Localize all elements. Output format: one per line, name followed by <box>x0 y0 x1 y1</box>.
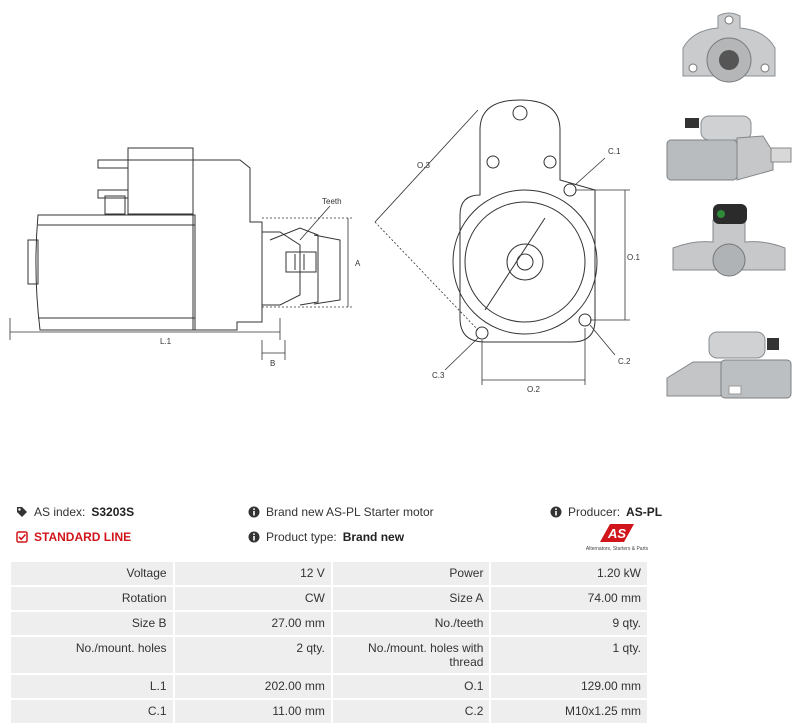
product-type-label: Product type: <box>266 530 337 544</box>
product-type: Product type: Brand new <box>248 530 404 544</box>
spec-label: Rotation <box>11 587 173 610</box>
side-dimensions <box>9 205 352 360</box>
spec-label: C.2 <box>332 700 490 723</box>
product-photo-side <box>663 108 795 188</box>
label-o3: O.3 <box>417 161 430 170</box>
spec-label: L.1 <box>11 675 173 698</box>
spec-value: 11.00 mm <box>174 700 331 723</box>
spec-label: No./teeth <box>332 612 490 635</box>
producer-value: AS-PL <box>626 505 663 519</box>
label-o2: O.2 <box>527 385 540 394</box>
spec-value: 74.00 mm <box>491 587 647 610</box>
label-c2: C.2 <box>618 357 631 366</box>
producer: Producer: AS-PL <box>550 505 662 519</box>
spec-value: 129.00 mm <box>491 675 647 698</box>
side-view <box>27 147 341 331</box>
product-photo-front <box>663 8 795 88</box>
label-teeth: Teeth <box>322 197 342 206</box>
spec-value: 9 qty. <box>491 612 647 635</box>
product-photo-rear <box>663 200 795 280</box>
description-text: Brand new AS-PL Starter motor <box>266 505 434 519</box>
producer-label: Producer: <box>568 505 621 519</box>
label-o1: O.1 <box>627 253 640 262</box>
label-b: B <box>270 359 275 368</box>
spec-value: 1.20 kW <box>491 562 647 585</box>
spec-label: Voltage <box>11 562 173 585</box>
as-index-label: AS index: <box>34 505 86 519</box>
product-type-value: Brand new <box>342 530 405 544</box>
spec-value: 27.00 mm <box>174 612 331 635</box>
logo-tagline: Alternators, Starters & Parts <box>585 546 649 552</box>
spec-value: 2 qty. <box>174 637 331 673</box>
info-icon <box>248 531 260 543</box>
standard-line-label: STANDARD LINE <box>34 530 132 544</box>
product-photo-side-reverse <box>663 326 795 406</box>
info-icon <box>248 506 260 518</box>
front-view <box>452 99 598 343</box>
description: Brand new AS-PL Starter motor <box>248 505 434 519</box>
label-c1: C.1 <box>608 147 621 156</box>
label-a: A <box>355 259 361 268</box>
spec-label: O.1 <box>332 675 490 698</box>
spec-label: C.1 <box>11 700 173 723</box>
as-index: AS index: S3203S <box>16 505 134 519</box>
as-logo-mark: AS <box>600 524 634 542</box>
front-dimensions <box>374 109 630 385</box>
check-square-icon <box>16 531 28 543</box>
spec-label: Size B <box>11 612 173 635</box>
spec-value: CW <box>174 587 331 610</box>
svg-text:AS: AS <box>607 526 626 541</box>
spec-value: 1 qty. <box>491 637 647 673</box>
as-index-value: S3203S <box>91 505 135 519</box>
spec-value: 12 V <box>174 562 331 585</box>
tag-icon <box>17 507 27 517</box>
spec-label: No./mount. holes <box>11 637 173 673</box>
info-icon <box>550 506 562 518</box>
label-c3: C.3 <box>432 371 445 380</box>
standard-line: STANDARD LINE <box>16 530 131 544</box>
label-l1: L.1 <box>160 337 172 346</box>
spec-value: 202.00 mm <box>174 675 331 698</box>
spec-label: Power <box>332 562 490 585</box>
spec-value: M10x1.25 mm <box>491 700 647 723</box>
technical-drawing: Teeth A B L.1 O.3 C.1 O.1 C.2 C.3 O.2 <box>9 99 640 394</box>
spec-label: No./mount. holes with thread <box>332 637 490 673</box>
spec-label: Size A <box>332 587 490 610</box>
brand-logo: AS Alternators, Starters & Parts <box>582 522 652 554</box>
product-info: AS index: S3203S STANDARD LINE Brand new… <box>16 505 662 555</box>
